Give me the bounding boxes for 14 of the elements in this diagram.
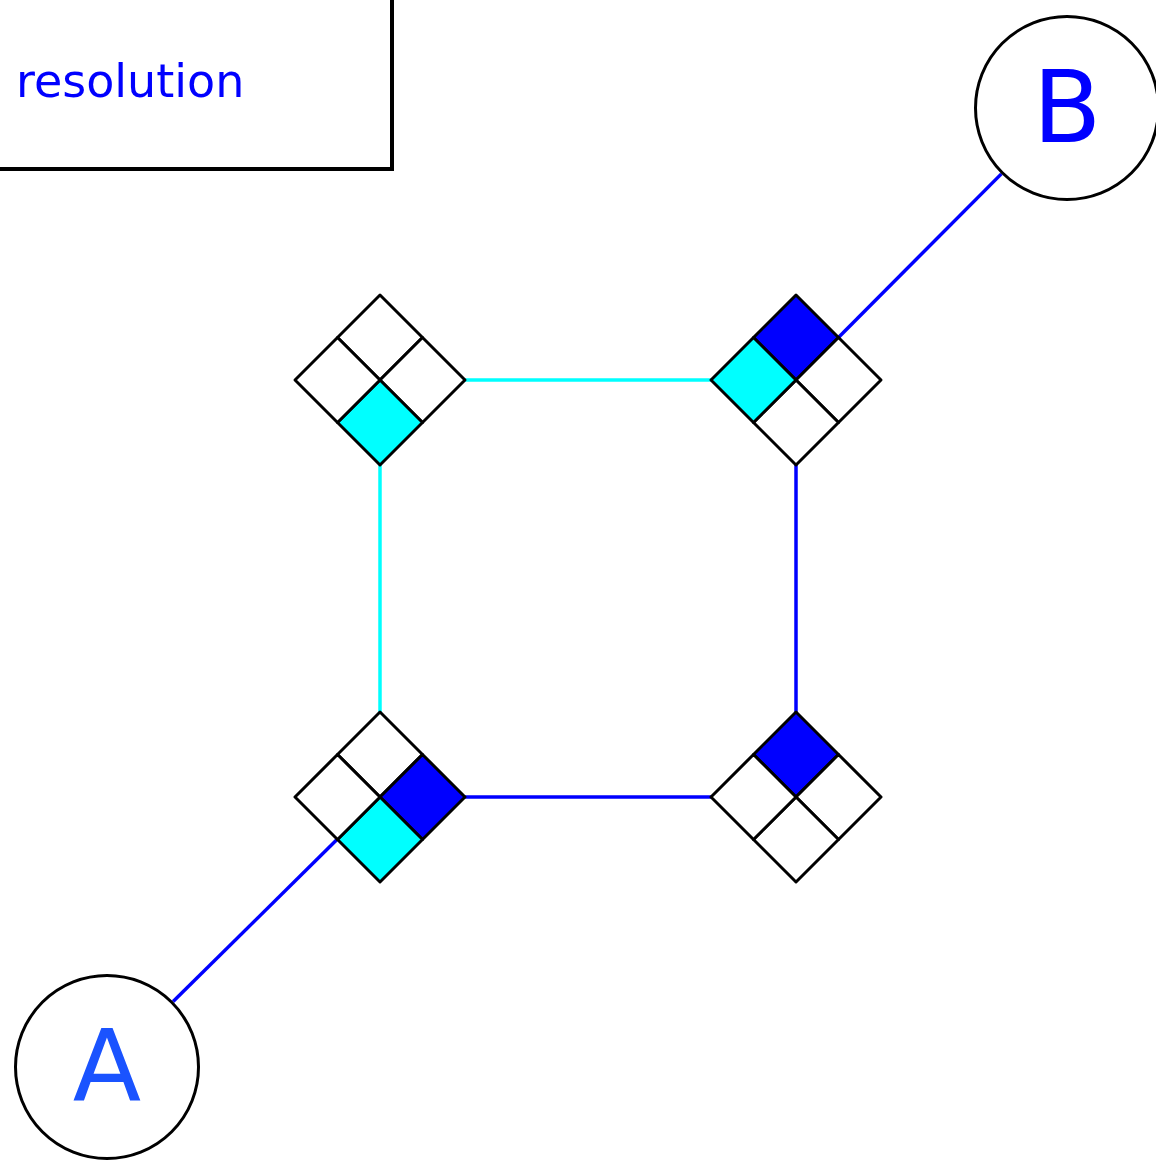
quadrant-diamond <box>295 712 465 882</box>
connector-line <box>465 378 711 382</box>
connector-line <box>794 465 798 712</box>
circle-letter: B <box>1032 58 1102 158</box>
connector-line <box>465 795 711 799</box>
quadrant-diamond <box>295 295 465 465</box>
circle-letter: A <box>72 1017 142 1117</box>
box-label: resolution <box>16 57 245 104</box>
connector-line <box>837 172 1003 339</box>
quadrant-diamond <box>711 295 881 465</box>
quadrant-diamond <box>711 712 881 882</box>
connector-line <box>171 838 339 1003</box>
label-box <box>0 0 394 171</box>
connector-line <box>378 465 382 712</box>
